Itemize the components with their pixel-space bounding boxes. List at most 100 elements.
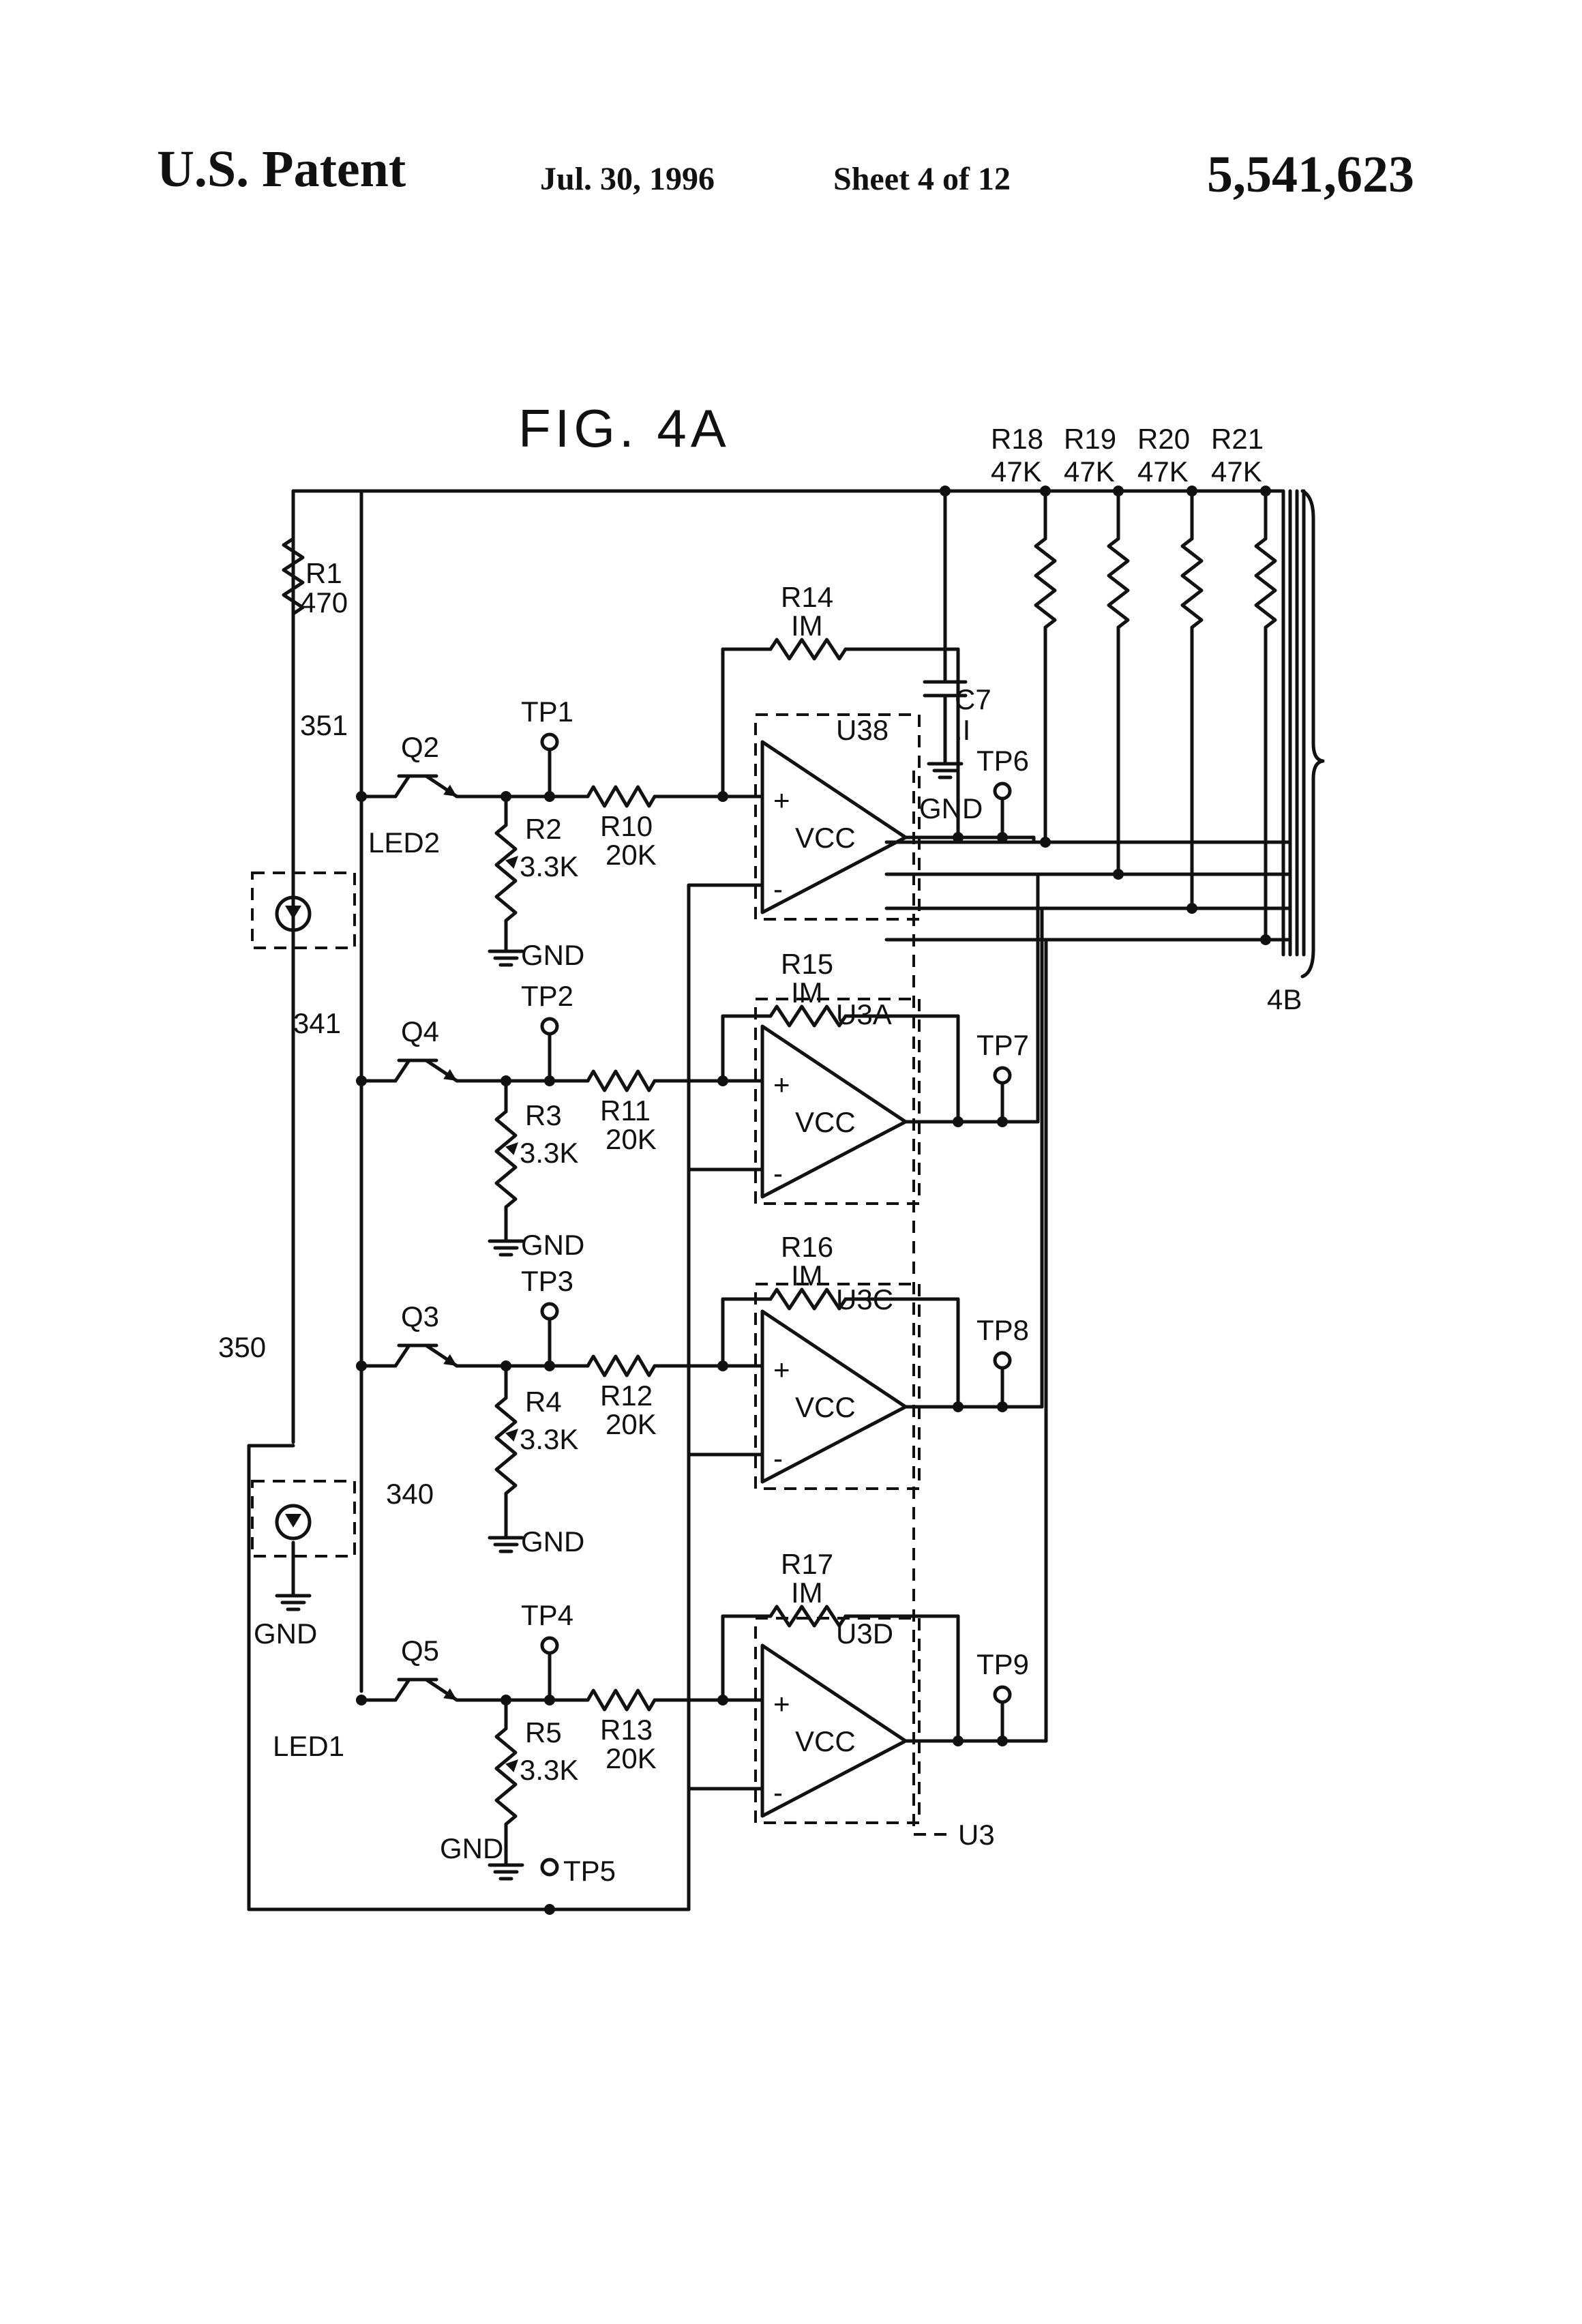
tp-label-1: TP2 <box>521 980 573 1012</box>
junction-dot <box>953 1116 964 1127</box>
led-label-0: LED2 <box>368 826 440 859</box>
opamp-minus: - <box>773 1776 783 1808</box>
opamp-label-1: U3A <box>836 998 892 1030</box>
testpoint-tp8 <box>993 1351 1012 1370</box>
junction-dot <box>356 1360 367 1371</box>
junction-dot <box>940 486 951 496</box>
tp-label-0: TP1 <box>521 696 573 728</box>
u3-outline <box>912 771 948 1836</box>
opamp-label-0: U38 <box>836 714 889 746</box>
opamp-u3c <box>760 1309 908 1484</box>
ref-350: 350 <box>218 1331 266 1363</box>
opamp-minus: - <box>773 1442 783 1474</box>
r13-value: 20K <box>606 1742 657 1774</box>
q-label-0: Q2 <box>401 731 439 763</box>
testpoint-tp4 <box>540 1636 559 1655</box>
r11-label: R11 <box>600 1094 651 1127</box>
opamp-package-outline <box>754 713 921 921</box>
junction-dot <box>544 1904 555 1915</box>
c7-gnd-label: GND <box>919 792 983 824</box>
tp5-label: TP5 <box>563 1855 616 1887</box>
r17-resistor <box>768 1605 848 1628</box>
ref-341: 341 <box>293 1007 341 1039</box>
junction-dot <box>356 1695 367 1705</box>
testpoint-tp6 <box>993 781 1012 801</box>
component-labels: R1470R1847KR1947KR2047KR2147KC7.IGNDQ2R2… <box>218 423 1264 1887</box>
r17-label: R17 <box>781 1548 833 1580</box>
r2-label: R2 <box>525 813 562 845</box>
r3-label: R3 <box>525 1099 562 1131</box>
tp-label-out-1: TP7 <box>976 1029 1029 1061</box>
r13-resistor <box>586 1688 657 1712</box>
r19-value: 47K <box>1064 456 1115 488</box>
r5-value: 3.3K <box>520 1754 578 1786</box>
r19-label: R19 <box>1064 423 1116 455</box>
opamp-plus: + <box>773 1688 790 1720</box>
ic-u3-label: U3 <box>958 1819 995 1851</box>
phototransistor-lead <box>393 774 411 799</box>
r20-label: R20 <box>1137 423 1190 455</box>
patent-label: U.S. Patent <box>157 140 406 198</box>
r1-resistor <box>282 537 305 616</box>
r14-label: R14 <box>781 581 833 613</box>
patent-date: Jul. 30, 1996 <box>540 161 715 197</box>
led-symbol-1 <box>275 1504 312 1540</box>
r12-value: 20K <box>606 1408 657 1440</box>
r5-label: R5 <box>525 1716 562 1748</box>
connector-brace <box>1300 489 1325 979</box>
opamp-vcc-label: VCC <box>795 1725 856 1757</box>
phototransistor-lead <box>393 1678 411 1702</box>
r5-gnd-label: GND <box>440 1832 503 1864</box>
opamp-label-2: U3C <box>836 1283 893 1315</box>
emitter-arrow <box>443 1688 457 1700</box>
r1-label: R1 <box>305 557 342 589</box>
opamp-u3d <box>760 1643 908 1818</box>
r18-value: 47K <box>991 456 1042 488</box>
tp-label-2: TP3 <box>521 1265 573 1297</box>
r3-value: 3.3K <box>520 1137 578 1169</box>
junction-dot <box>356 1075 367 1086</box>
r16-value: IM <box>791 1260 823 1292</box>
r11-resistor <box>586 1069 657 1092</box>
r18-resistor <box>1034 537 1057 629</box>
opamp-plus: + <box>773 1069 790 1101</box>
emitter-arrow <box>443 1069 457 1081</box>
q-label-2: Q3 <box>401 1300 439 1332</box>
led-label-1: LED1 <box>273 1730 344 1762</box>
junction-dot <box>953 1735 964 1746</box>
testpoint-tp1 <box>540 732 559 751</box>
patent-number: 5,541,623 <box>1207 146 1414 203</box>
q-label-1: Q4 <box>401 1015 439 1047</box>
opamp-vcc-label: VCC <box>795 1106 856 1138</box>
phototransistor-lead <box>393 1343 411 1368</box>
emitter-arrow <box>443 1354 457 1366</box>
r10-resistor <box>586 785 657 808</box>
tp-label-out-3: TP9 <box>976 1648 1029 1680</box>
pot-wiper <box>505 1759 518 1772</box>
tp-label-3: TP4 <box>521 1599 573 1631</box>
led1-gnd-label: GND <box>254 1618 317 1650</box>
pot-wiper <box>505 1429 518 1442</box>
r4-value: 3.3K <box>520 1423 578 1455</box>
testpoint-tp9 <box>993 1685 1012 1704</box>
r12-resistor <box>586 1354 657 1377</box>
testpoint-tp2 <box>540 1017 559 1036</box>
phototransistor-lead <box>393 1058 411 1083</box>
testpoint-tp3 <box>540 1302 559 1321</box>
q-label-3: Q5 <box>401 1635 439 1667</box>
pot-gnd-label: GND <box>521 1525 584 1558</box>
tp-label-out-0: TP6 <box>976 745 1029 777</box>
tp-label-out-2: TP8 <box>976 1314 1029 1346</box>
sheet-label: Sheet 4 of 12 <box>833 161 1011 197</box>
pot-gnd-label: GND <box>521 939 584 971</box>
r5-resistor <box>494 1727 518 1826</box>
r14-resistor <box>768 638 848 661</box>
ref-340: 340 <box>386 1478 434 1510</box>
junction-dot <box>953 832 964 843</box>
pot-gnd-label: GND <box>521 1229 584 1261</box>
pot-wiper <box>505 1142 518 1155</box>
r20-resistor <box>1180 537 1204 629</box>
led-package-1 <box>251 1480 356 1558</box>
opamp-vcc-label: VCC <box>795 822 856 854</box>
